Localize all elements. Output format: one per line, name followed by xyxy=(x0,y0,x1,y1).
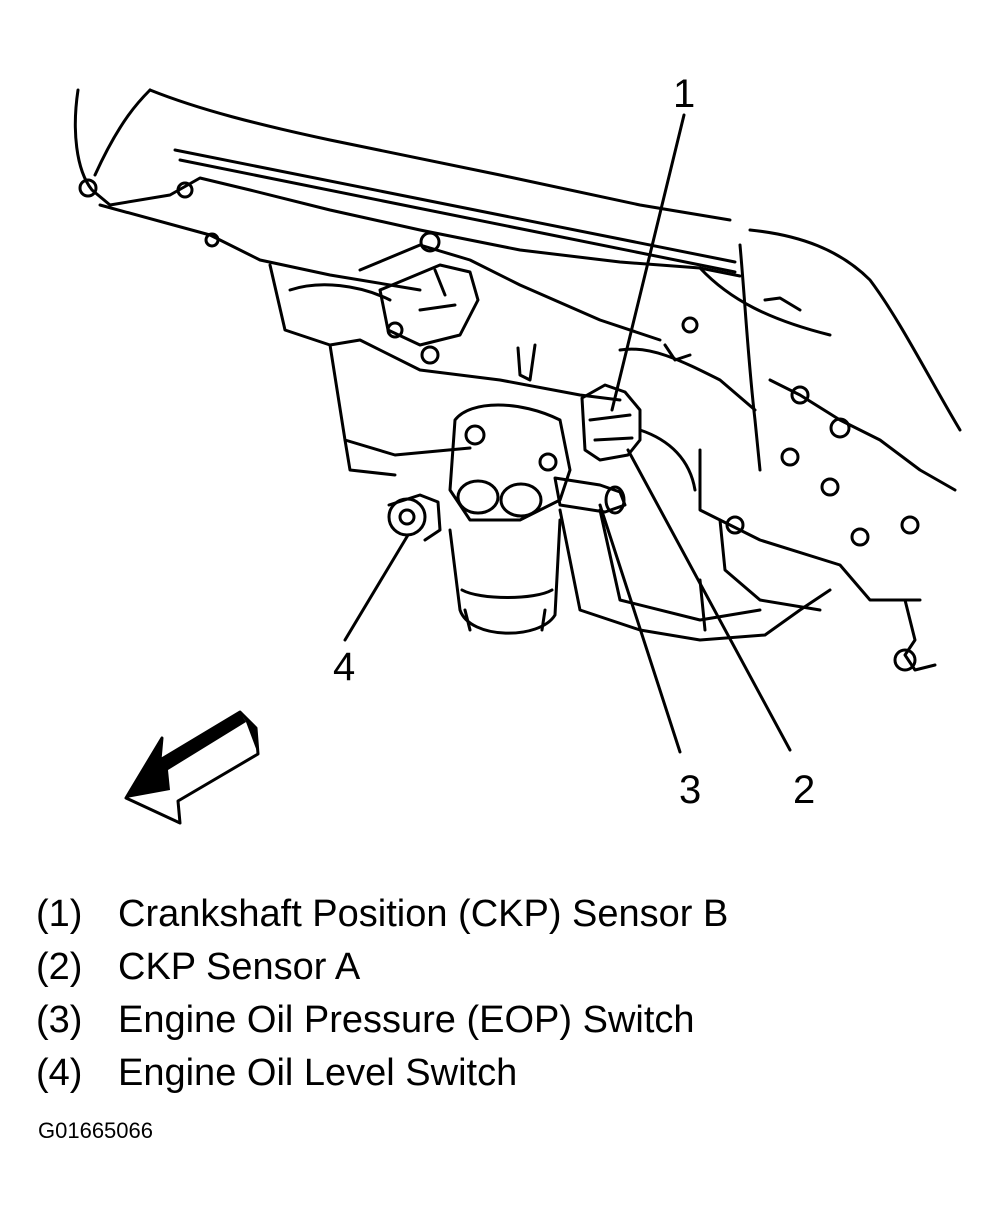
leader-line-3 xyxy=(598,503,682,754)
legend-description: Crankshaft Position (CKP) Sensor B xyxy=(118,893,729,935)
engine-diagram: 1 2 3 4 xyxy=(73,72,962,825)
leader-line-2 xyxy=(626,448,792,752)
callout-number-4: 4 xyxy=(333,645,355,689)
callout-number-3: 3 xyxy=(679,768,701,812)
legend-item: (1) Crankshaft Position (CKP) Sensor B xyxy=(36,888,956,941)
legend-key: (2) xyxy=(36,946,83,988)
legend-description: Engine Oil Pressure (EOP) Switch xyxy=(118,999,695,1041)
legend-key: (1) xyxy=(36,893,83,935)
callout-legend: (1) Crankshaft Position (CKP) Sensor B (… xyxy=(36,888,956,1100)
leader-lines xyxy=(343,113,792,754)
legend-description: Engine Oil Level Switch xyxy=(118,1052,518,1094)
legend-key: (3) xyxy=(36,999,83,1041)
callout-number-2: 2 xyxy=(793,768,815,812)
front-direction-arrow-icon xyxy=(124,710,260,825)
legend-item: (2) CKP Sensor A xyxy=(36,941,956,994)
engine-line-art xyxy=(73,88,962,672)
legend-key: (4) xyxy=(36,1052,83,1094)
figure-id: G01665066 xyxy=(38,1118,153,1143)
leader-line-4 xyxy=(343,533,410,642)
legend-description: CKP Sensor A xyxy=(118,946,361,988)
legend-item: (4) Engine Oil Level Switch xyxy=(36,1047,956,1100)
legend-item: (3) Engine Oil Pressure (EOP) Switch xyxy=(36,994,956,1047)
callout-number-1: 1 xyxy=(673,72,695,116)
leader-line-1 xyxy=(610,113,686,412)
